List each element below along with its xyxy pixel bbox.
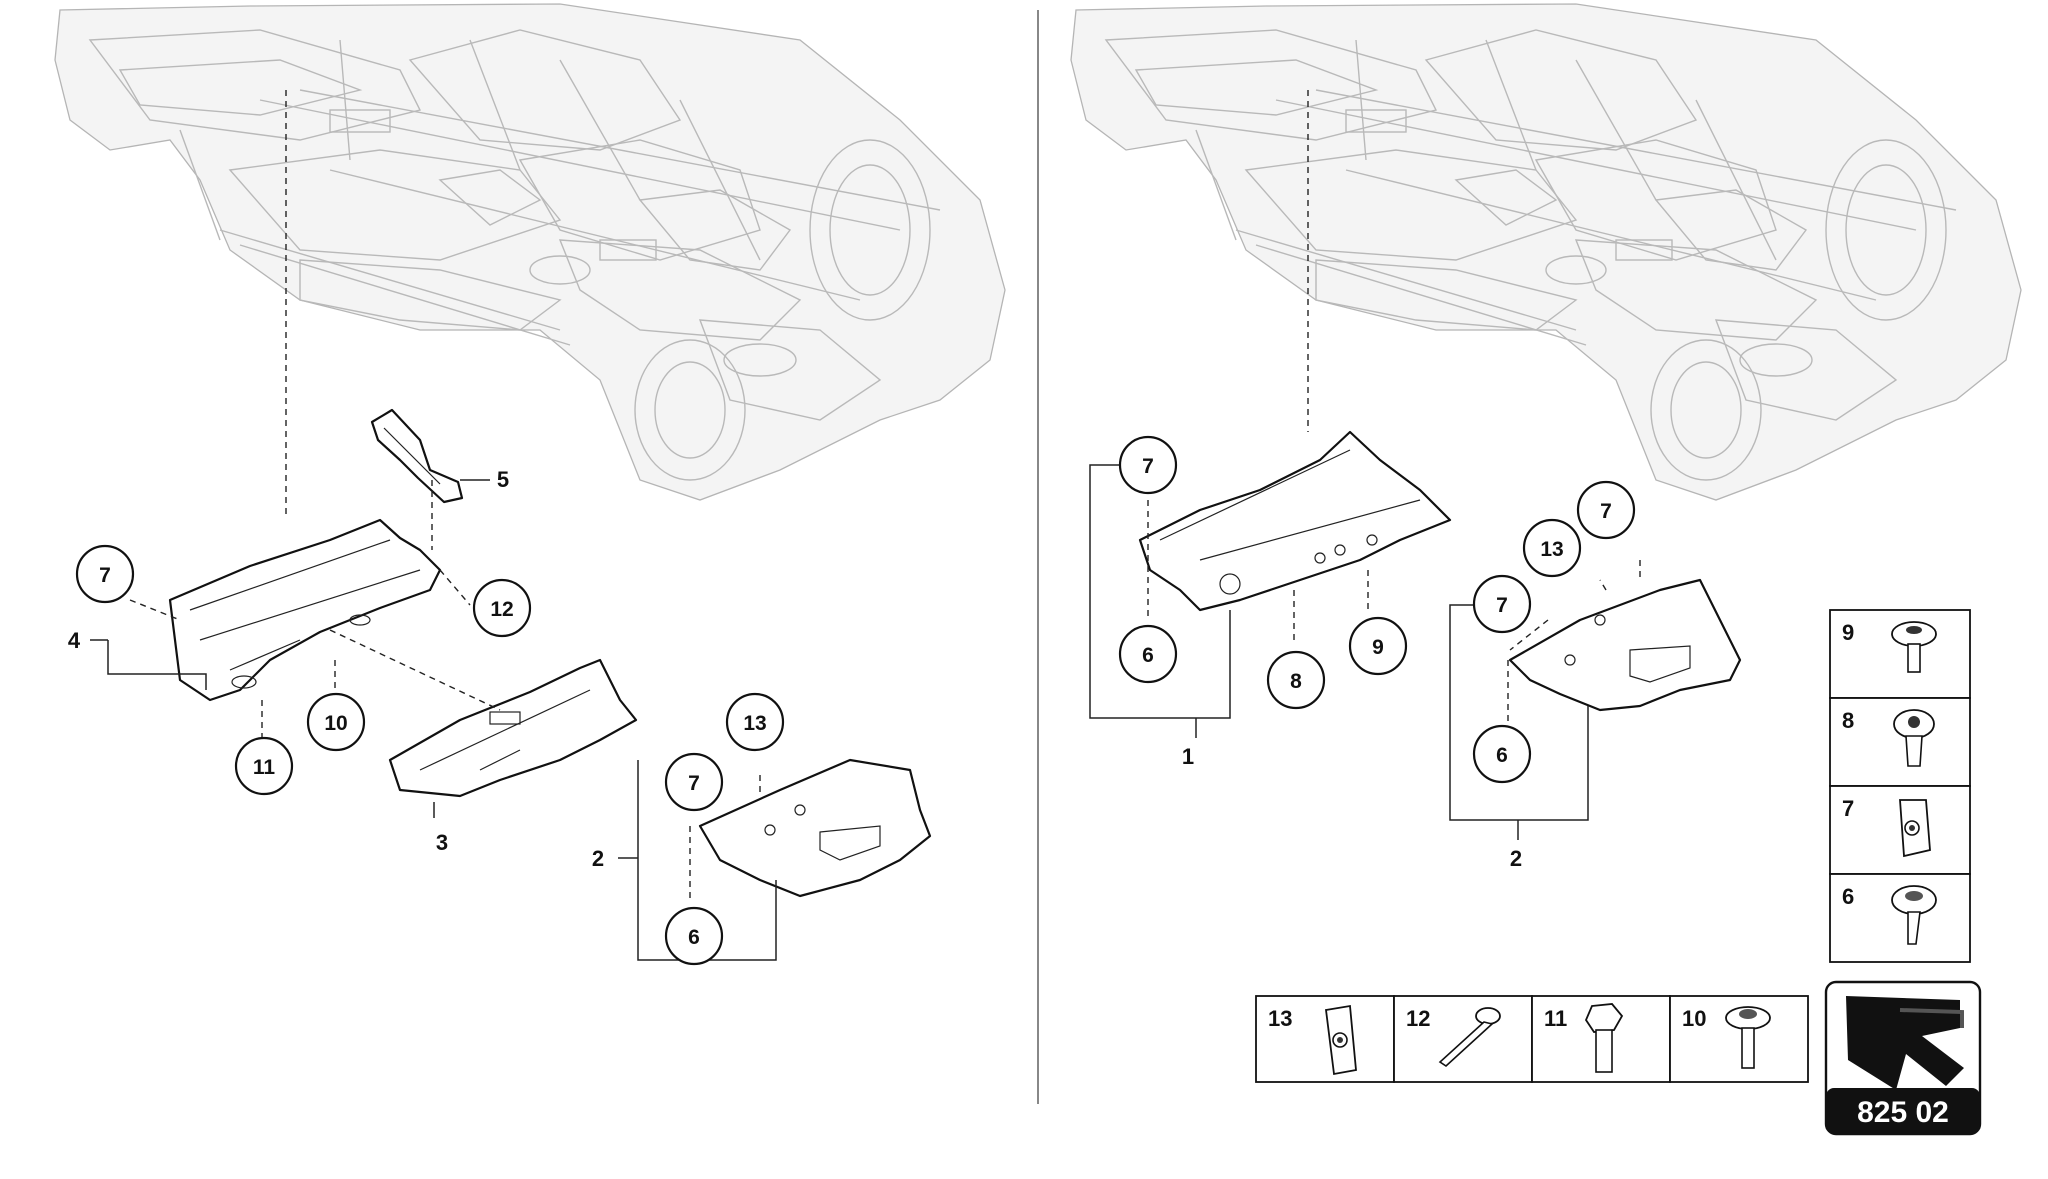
legend-label-12: 12: [1406, 1006, 1430, 1031]
svg-text:7: 7: [1496, 594, 1508, 617]
callout-6-left: 6: [664, 906, 724, 966]
svg-text:13: 13: [1540, 538, 1563, 561]
orientation-arrow-icon: [1846, 996, 1964, 1090]
callout-5-left: 5: [497, 467, 509, 492]
callout-7b-left: 7: [664, 752, 724, 812]
svg-text:12: 12: [490, 598, 513, 621]
svg-text:7: 7: [1600, 500, 1612, 523]
svg-text:7: 7: [688, 772, 700, 795]
callout-7a-right: 7: [1118, 435, 1178, 495]
car-underbody-right: [1070, 3, 2022, 501]
hex-bolt-icon: [1584, 1003, 1624, 1073]
label-2-right: 2: [1510, 846, 1522, 871]
push-pin-icon: [1891, 885, 1937, 945]
legend-label-10: 10: [1682, 1006, 1706, 1031]
label-3: 3: [436, 830, 448, 855]
svg-text:7: 7: [1142, 455, 1154, 478]
part-4-panel: [168, 518, 442, 702]
svg-text:10: 10: [324, 712, 347, 735]
legend-label-7: 7: [1842, 796, 1854, 821]
callout-10-left: 10: [306, 692, 366, 752]
part-2-panel-right: [1508, 578, 1742, 712]
callout-7-left: 7: [75, 544, 135, 604]
part-2-panel-left: [698, 758, 932, 898]
callout-13-left: 13: [725, 692, 785, 752]
part-1-panel: [1138, 430, 1452, 612]
svg-text:6: 6: [1142, 644, 1154, 667]
legend-label-9: 9: [1842, 620, 1854, 645]
part-3-panel: [388, 658, 638, 798]
diagram-code: 825 02: [1857, 1096, 1949, 1129]
push-rivet-icon: [1891, 621, 1937, 673]
svg-text:8: 8: [1290, 670, 1302, 693]
svg-text:9: 9: [1372, 636, 1384, 659]
label-4: 4: [68, 628, 81, 653]
svg-text:13: 13: [743, 712, 766, 735]
callout-6b-right: 6: [1472, 724, 1532, 784]
callout-6a-right: 6: [1118, 624, 1178, 684]
car-underbody-left: [54, 3, 1006, 501]
expansion-clip-icon: [1893, 709, 1935, 767]
legend-label-8: 8: [1842, 708, 1854, 733]
callout-7b-right: 7: [1576, 480, 1636, 540]
callout-8-right: 8: [1266, 650, 1326, 710]
legend-label-13: 13: [1268, 1006, 1292, 1031]
svg-text:7: 7: [99, 564, 111, 587]
callout-11-left: 11: [234, 736, 294, 796]
part-5-bracket: [370, 408, 464, 504]
long-screw-icon: [1438, 1007, 1501, 1068]
callout-13-right: 13: [1522, 518, 1582, 578]
svg-text:6: 6: [1496, 744, 1508, 767]
clip-icon: [1324, 1004, 1357, 1076]
washer-screw-icon: [1725, 1006, 1771, 1069]
svg-text:11: 11: [253, 756, 276, 779]
legend-label-6: 6: [1842, 884, 1854, 909]
callout-12-left: 12: [472, 578, 532, 638]
fastener-legend-vertical: 9 8 7 6: [1829, 609, 1971, 963]
diagram-code-badge: 825 02: [1824, 980, 1982, 1136]
spring-nut-icon: [1899, 799, 1931, 858]
callout-9-right: 9: [1348, 616, 1408, 676]
svg-text:5: 5: [497, 467, 509, 492]
label-1: 1: [1182, 744, 1194, 769]
callout-7c-right: 7: [1472, 574, 1532, 634]
legend-label-11: 11: [1544, 1006, 1567, 1031]
fastener-legend-horizontal: 13 12 11 10: [1255, 995, 1809, 1083]
label-2-left: 2: [592, 846, 604, 871]
svg-text:6: 6: [688, 926, 700, 949]
